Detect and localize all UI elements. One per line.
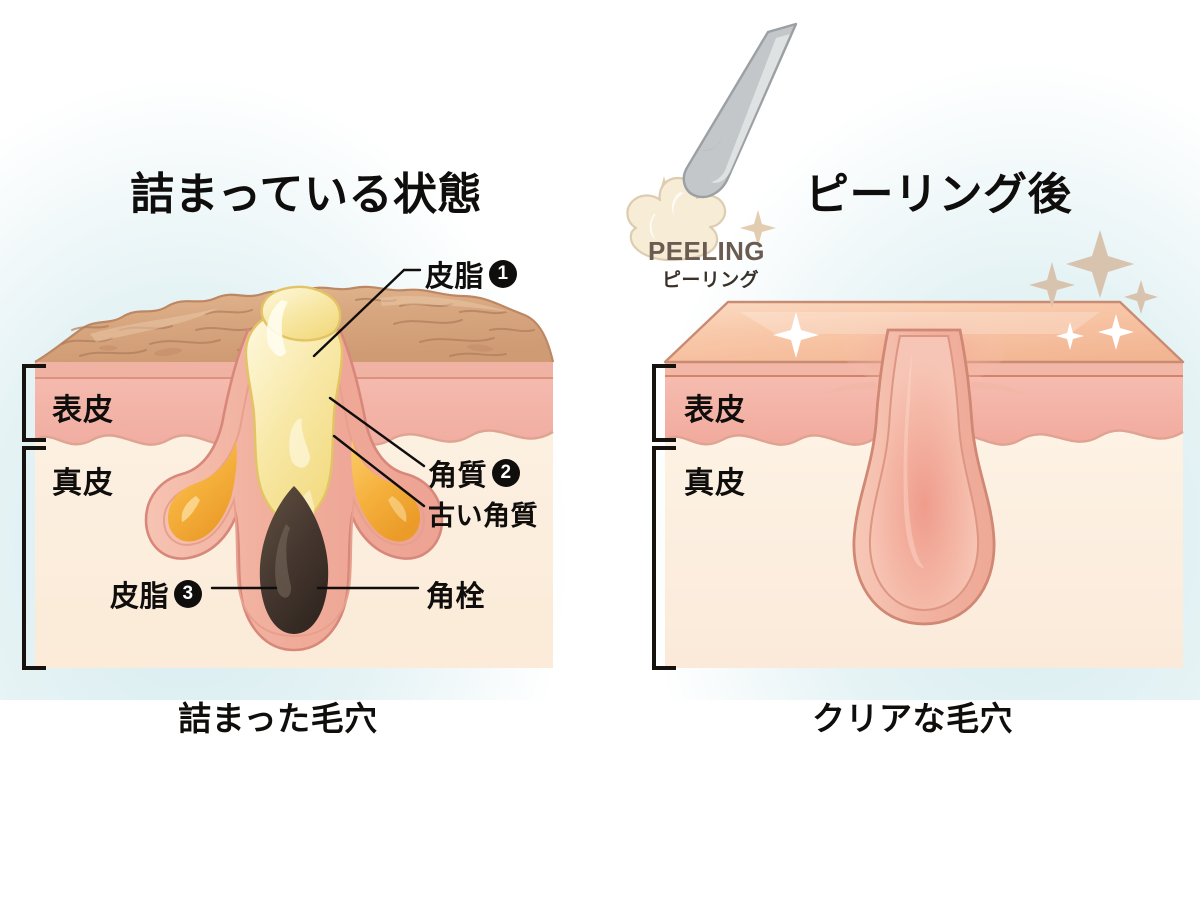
skin-block-clear — [663, 300, 1185, 668]
panel-after-peeling: ピーリング後 クリアな毛穴 表皮 真皮 PEELING ピーリング — [600, 0, 1200, 900]
layer-label-dermis-right: 真皮 — [684, 467, 746, 500]
keratin-plug — [259, 486, 329, 634]
callout-keratin-2-text: 角質 — [428, 460, 488, 492]
bracket-dermis-right — [652, 446, 676, 670]
callout-sebum-1: 皮脂 1 — [425, 253, 518, 295]
panel-title-clogged: 詰まっている状態 — [130, 170, 483, 219]
layer-label-epidermis-right: 表皮 — [684, 394, 746, 427]
follicle-structure — [144, 285, 444, 652]
callout-sebum-1-text: 皮脂 — [425, 261, 485, 293]
callout-badge-2: 2 — [492, 459, 521, 487]
panel-caption-clogged: 詰まった毛穴 — [178, 700, 378, 737]
layer-brackets-right — [652, 364, 676, 670]
callout-keratin-plug-text: 角栓 — [426, 581, 486, 613]
panel-caption-clear: クリアな毛穴 — [812, 700, 1013, 737]
callout-badge-3: 3 — [174, 580, 203, 608]
leader-old-keratin — [332, 434, 426, 508]
clogged-pore-diagram — [22, 268, 555, 670]
surface-sparkles — [773, 312, 1134, 358]
callout-sebum-3-text: 皮脂 — [110, 581, 170, 613]
layer-label-dermis-left: 真皮 — [52, 467, 114, 500]
ambient-sparkles — [1029, 230, 1158, 314]
callout-old-keratin-text: 古い角質 — [428, 501, 538, 531]
leader-sebum1 — [312, 268, 406, 358]
callout-keratin-2: 角質 2 — [428, 452, 521, 494]
layer-brackets — [22, 364, 46, 670]
layer-label-epidermis-left: 表皮 — [52, 394, 114, 427]
bracket-epidermis-right — [652, 364, 676, 442]
panel-clogged-pore: 詰まっている状態 詰まった毛穴 表皮 真皮 皮脂 1 角質 2 古い角質 皮脂 … — [22, 170, 555, 737]
bracket-epidermis — [22, 364, 46, 442]
callout-keratin-plug: 角栓 — [426, 573, 485, 615]
callout-old-keratin: 古い角質 — [428, 494, 538, 533]
callout-leader-lines — [210, 268, 426, 590]
callout-sebum-3: 皮脂 3 — [110, 573, 203, 615]
peeling-badge-icon — [626, 22, 798, 262]
cream-icon — [626, 176, 727, 262]
clear-pore-diagram — [626, 22, 1185, 670]
peeling-badge-japanese: ピーリング — [662, 270, 760, 291]
spatula-icon — [682, 22, 798, 199]
peeling-badge-english: PEELING — [648, 236, 765, 266]
clear-follicle — [820, 328, 1028, 626]
leader-kakushitsu2 — [328, 396, 426, 468]
panel-title-after-peeling: ピーリング後 — [805, 170, 1072, 219]
bracket-dermis — [22, 446, 46, 670]
callout-badge-1: 1 — [489, 260, 518, 288]
pore-lumen — [868, 335, 980, 612]
skin-block-clogged — [34, 285, 555, 668]
